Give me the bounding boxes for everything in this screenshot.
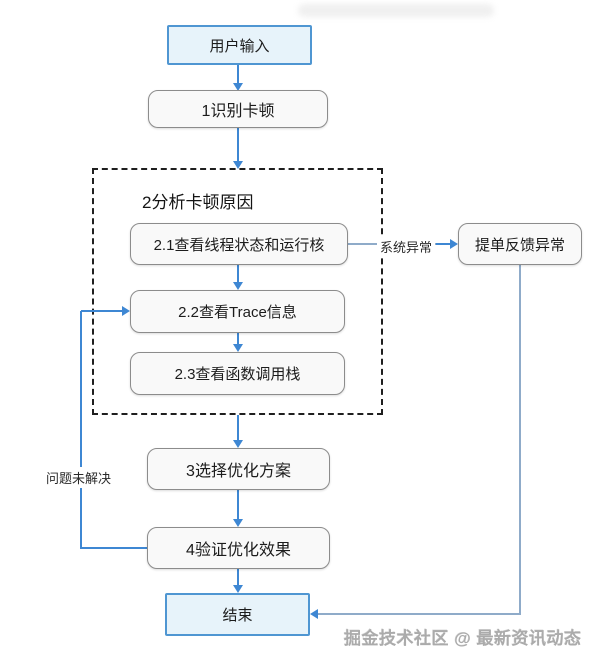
edge-ticket-end-line xyxy=(318,613,521,615)
node-step2-2-label: 2.2查看Trace信息 xyxy=(178,304,297,321)
arrow-step22-step23-line xyxy=(237,333,239,345)
node-step2-3-label: 2.3查看函数调用栈 xyxy=(174,366,301,383)
arrow-step3-step4-head xyxy=(233,519,243,527)
top-smudge-artifact xyxy=(298,4,494,17)
edge-step21-ticket-head xyxy=(450,239,458,249)
group-analyze-lag-cause xyxy=(92,168,383,415)
arrow-userinput-step1-head xyxy=(233,83,243,91)
edge-ticket-end-head xyxy=(310,609,318,619)
node-ticket-feedback-exception: 提单反馈异常 xyxy=(458,223,582,265)
watermark-text: 掘金技术社区 @ 最新资讯动态 xyxy=(344,629,582,648)
arrow-step4-end-head xyxy=(233,585,243,593)
node-end: 结束 xyxy=(165,593,310,636)
node-step2-1-label: 2.1查看线程状态和运行核 xyxy=(153,236,325,254)
edge-step21-ticket-line2 xyxy=(436,243,451,245)
loop-vertical-line xyxy=(80,311,82,549)
arrow-group-step3-head xyxy=(233,440,243,448)
arrow-step21-step22-head xyxy=(233,282,243,290)
arrow-step3-step4-line xyxy=(237,490,239,520)
node-step2-3-check-call-stack: 2.3查看函数调用栈 xyxy=(130,352,345,395)
arrow-step22-step23-head xyxy=(233,344,243,352)
arrow-group-step3-line xyxy=(237,415,239,441)
node-step4-verify-optimization: 4验证优化效果 xyxy=(147,527,330,569)
arrow-step1-group-head xyxy=(233,161,243,169)
loop-step4-out-line xyxy=(81,547,147,549)
group-analyze-lag-cause-title: 2分析卡顿原因 xyxy=(140,188,256,213)
node-step3-choose-optimization: 3选择优化方案 xyxy=(147,448,330,490)
node-user-input: 用户输入 xyxy=(167,25,312,65)
node-end-label: 结束 xyxy=(222,607,253,624)
loop-into-step22-head xyxy=(122,306,130,316)
node-step2-2-check-trace-info: 2.2查看Trace信息 xyxy=(130,290,345,333)
node-step3-label: 3选择优化方案 xyxy=(186,463,291,480)
edge-label-problem-unsolved: 问题未解决 xyxy=(43,467,115,488)
arrow-step1-group-line xyxy=(237,128,239,162)
loop-into-step22-line xyxy=(81,310,123,312)
node-step1-label: 1识别卡顿 xyxy=(201,103,275,120)
arrow-step4-end-line xyxy=(237,569,239,586)
node-ticket-label: 提单反馈异常 xyxy=(474,236,565,254)
node-user-input-label: 用户输入 xyxy=(209,37,270,55)
arrow-userinput-step1-line xyxy=(237,65,239,84)
edge-ticket-down-line xyxy=(519,265,521,615)
node-step1-identify-lag: 1识别卡顿 xyxy=(148,90,328,128)
node-step4-label: 4验证优化效果 xyxy=(186,542,291,559)
edge-label-system-exception: 系统异常 xyxy=(377,236,436,257)
arrow-step21-step22-line xyxy=(237,265,239,283)
node-step2-1-check-thread-state: 2.1查看线程状态和运行核 xyxy=(130,223,348,265)
